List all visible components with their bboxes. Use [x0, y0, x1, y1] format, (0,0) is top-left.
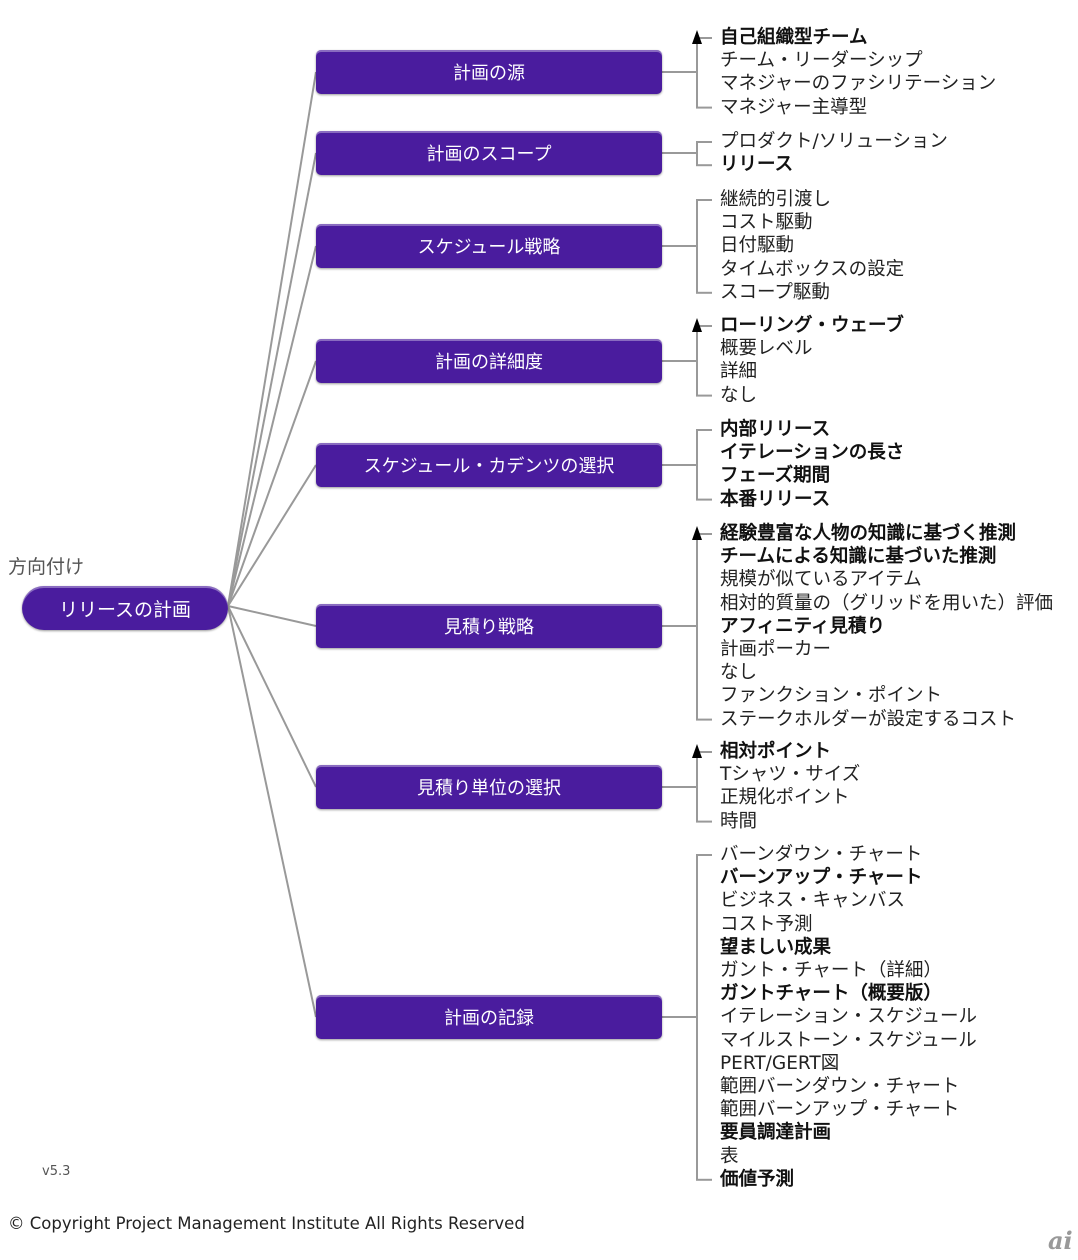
option-item: 表 — [720, 1145, 739, 1167]
option-item: 望ましい成果 — [720, 936, 832, 958]
option-item: マネジャーのファシリテーション — [720, 73, 997, 95]
option-item: コスト予測 — [720, 913, 813, 935]
option-item: チームによる知識に基づいた推測 — [720, 546, 997, 568]
option-item: 範囲バーンダウン・チャート — [720, 1076, 960, 1097]
option-item: 詳細 — [720, 361, 758, 383]
option-item: 価値予測 — [720, 1168, 795, 1190]
option-item: チーム・リーダーシップ — [720, 50, 923, 72]
option-item: なし — [720, 384, 758, 406]
root-connector — [227, 71, 317, 607]
option-item: プロダクト/ソリューション — [720, 131, 948, 152]
option-item: 正規化ポイント — [720, 787, 850, 809]
option-item: ガント・チャート（詳細） — [720, 960, 942, 981]
branch-node[interactable]: スケジュール・カデンツの選択 — [316, 443, 662, 487]
option-item: 相対的質量の（グリッドを用いた）評価 — [720, 592, 1054, 614]
option-item: 経験豊富な人物の知識に基づく推測 — [720, 523, 1017, 544]
branch-node[interactable]: 計画の記録 — [316, 995, 662, 1039]
arrow-up-icon — [692, 30, 702, 44]
option-item: リリース — [720, 154, 794, 176]
root-connector — [227, 605, 317, 1018]
option-item: 範囲バーンアップ・チャート — [720, 1099, 960, 1121]
arrow-up-icon — [692, 744, 702, 758]
version-label: v5.3 — [42, 1164, 71, 1179]
option-item: フェーズ期間 — [720, 465, 831, 487]
root-connector — [227, 245, 317, 607]
option-item: 時間 — [720, 810, 758, 832]
root-connector — [227, 605, 317, 627]
option-item: タイムボックスの設定 — [720, 258, 905, 280]
option-item: 概要レベル — [720, 338, 813, 360]
branch-node[interactable]: 見積り戦略 — [316, 604, 662, 648]
option-item: コスト駆動 — [720, 212, 813, 234]
option-item: なし — [720, 662, 758, 684]
option-item: 相対ポイント — [720, 741, 832, 762]
option-item: ビジネス・キャンバス — [720, 890, 906, 912]
option-item: ガントチャート（概要版） — [720, 983, 942, 1005]
arrow-up-icon — [692, 318, 702, 332]
option-item: 規模が似ているアイテム — [720, 569, 922, 591]
root-connector — [227, 152, 317, 607]
option-item: 継続的引渡し — [720, 189, 832, 210]
root-connector — [227, 360, 317, 607]
option-item: ローリング・ウェーブ — [720, 315, 904, 336]
branch-node[interactable]: 計画の源 — [316, 50, 662, 94]
root-node[interactable]: リリースの計画 — [22, 586, 228, 630]
option-item: 要員調達計画 — [720, 1122, 832, 1144]
option-item: マイルストーン・スケジュール — [720, 1029, 977, 1051]
option-item: マネジャー主導型 — [720, 96, 868, 118]
option-item: バーンダウン・チャート — [720, 844, 923, 865]
option-item: ステークホルダーが設定するコスト — [720, 708, 1017, 730]
option-item: バーンアップ・チャート — [720, 867, 923, 889]
option-item: PERT/GERT図 — [720, 1052, 840, 1074]
option-item: 自己組織型チーム — [720, 27, 868, 48]
option-item: イテレーション・スケジュール — [720, 1006, 977, 1028]
category-label: 方向付け — [8, 556, 85, 578]
option-item: イテレーションの長さ — [720, 442, 905, 464]
root-connector — [227, 605, 317, 788]
root-connector — [227, 464, 317, 607]
branch-node[interactable]: スケジュール戦略 — [316, 224, 662, 268]
arrow-up-icon — [692, 526, 702, 540]
option-item: 日付駆動 — [720, 235, 795, 257]
copyright-text: © Copyright Project Management Institute… — [8, 1214, 525, 1233]
watermark-logo: ai — [1048, 1226, 1073, 1255]
option-item: 本番リリース — [720, 488, 831, 510]
branch-node[interactable]: 計画のスコープ — [316, 131, 662, 175]
branch-node[interactable]: 計画の詳細度 — [316, 339, 662, 383]
option-item: Tシャツ・サイズ — [720, 764, 861, 786]
option-item: ファンクション・ポイント — [720, 685, 943, 707]
option-item: 内部リリース — [720, 419, 831, 440]
option-item: スコープ駆動 — [720, 281, 830, 303]
option-item: アフィニティ見積り — [720, 615, 886, 637]
option-item: 計画ポーカー — [720, 639, 832, 660]
branch-node[interactable]: 見積り単位の選択 — [316, 765, 662, 809]
